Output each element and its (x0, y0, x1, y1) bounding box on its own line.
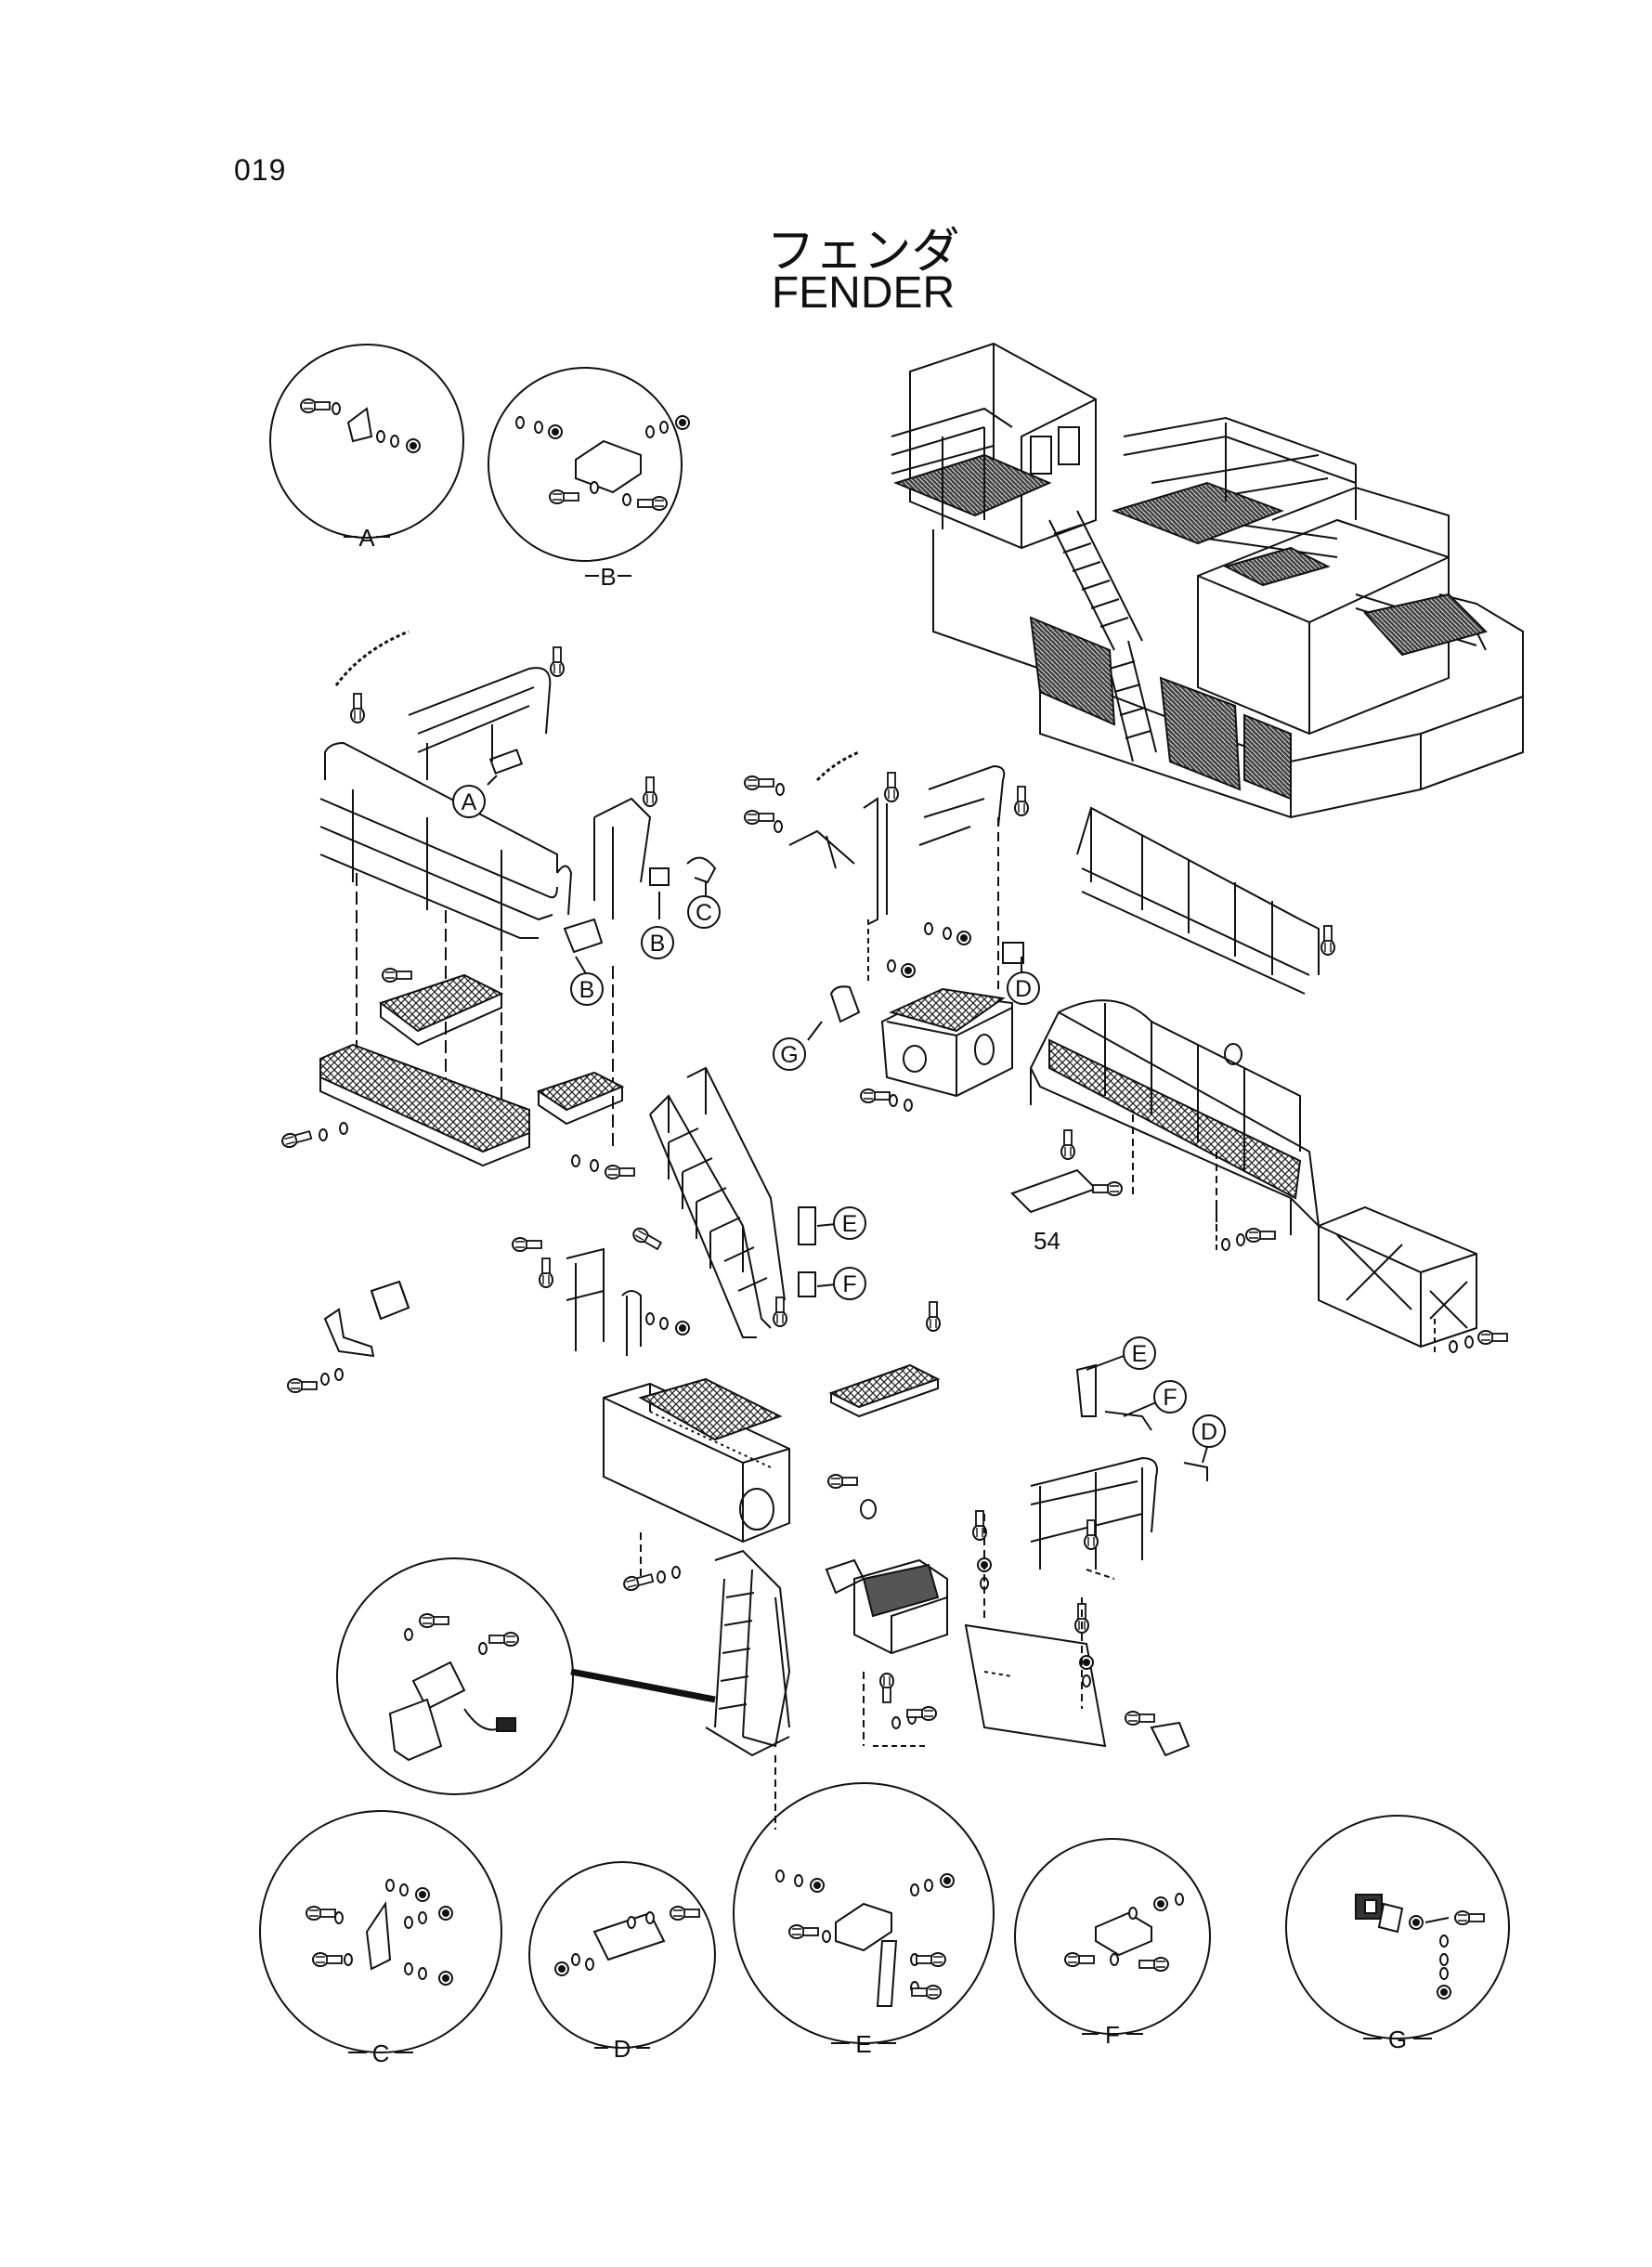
lower-ladder-assembly (621, 1301, 1190, 1830)
callout-g: G (773, 1021, 823, 1071)
callout-e-2: E (1086, 1336, 1156, 1371)
detail-label-e: E (831, 2030, 896, 2058)
svg-text:A: A (462, 789, 477, 815)
left-post-assembly (287, 1237, 790, 1544)
detail-label-g: G (1363, 2026, 1432, 2053)
svg-text:B: B (600, 563, 616, 591)
svg-text:G: G (780, 1042, 798, 1068)
detail-circle-c-art (259, 1810, 502, 2053)
svg-text:E: E (842, 1211, 858, 1237)
callout-e-1: E (816, 1206, 866, 1240)
right-walkway-assembly (1010, 806, 1508, 1580)
detail-circle-labels: A B C D E F G (344, 524, 1432, 2067)
center-staircase (630, 1066, 816, 1338)
svg-text:D: D (1015, 976, 1032, 1002)
svg-text:B: B (650, 931, 666, 957)
svg-text:C: C (696, 900, 712, 926)
svg-text:C: C (372, 2039, 390, 2067)
title-japanese: フェンダ (766, 224, 960, 280)
svg-text:D: D (614, 2035, 631, 2063)
detail-circle-a-art (269, 344, 464, 539)
svg-text:F: F (842, 1271, 856, 1297)
callout-b-1: B (570, 956, 604, 1006)
middle-upper-assembly (744, 750, 1029, 1112)
lower-detail-circle (336, 1557, 716, 1795)
detail-label-a: A (344, 524, 390, 552)
callout-b-2: B (641, 892, 674, 959)
detail-label-d: D (594, 2035, 650, 2063)
callout-f-1: F (816, 1267, 866, 1300)
detail-label-b: B (585, 563, 631, 591)
page-number: 019 (234, 153, 287, 187)
svg-text:F: F (1163, 1385, 1177, 1411)
svg-text:G: G (1388, 2026, 1407, 2053)
detail-circle-b-art (488, 367, 690, 562)
detail-label-c: C (348, 2039, 413, 2067)
part-number-54: 54 (1034, 1227, 1060, 1255)
svg-text:E: E (855, 2030, 871, 2058)
callout-d-2: D (1192, 1414, 1226, 1464)
svg-text:F: F (1105, 2021, 1120, 2049)
detail-circle-d-art (528, 1861, 716, 2049)
callout-layer: A B B C D E F (452, 775, 1226, 1464)
svg-text:E: E (1132, 1341, 1148, 1367)
detail-circle-f-art (1014, 1838, 1211, 2035)
machine-overview (891, 342, 1524, 819)
detail-label-f: F (1082, 2021, 1143, 2049)
detail-circle-g-art (1285, 1815, 1510, 2039)
title-english: FENDER (771, 268, 956, 318)
svg-text:A: A (358, 524, 375, 552)
callout-c: C (687, 882, 721, 929)
svg-text:B: B (579, 977, 595, 1003)
callout-a: A (452, 775, 498, 818)
callout-d-1: D (1007, 957, 1040, 1005)
detail-circle-e-art (733, 1782, 995, 2044)
upper-left-railing-assembly (280, 630, 717, 1179)
svg-text:D: D (1201, 1419, 1217, 1445)
callout-f-2: F (1123, 1380, 1187, 1417)
